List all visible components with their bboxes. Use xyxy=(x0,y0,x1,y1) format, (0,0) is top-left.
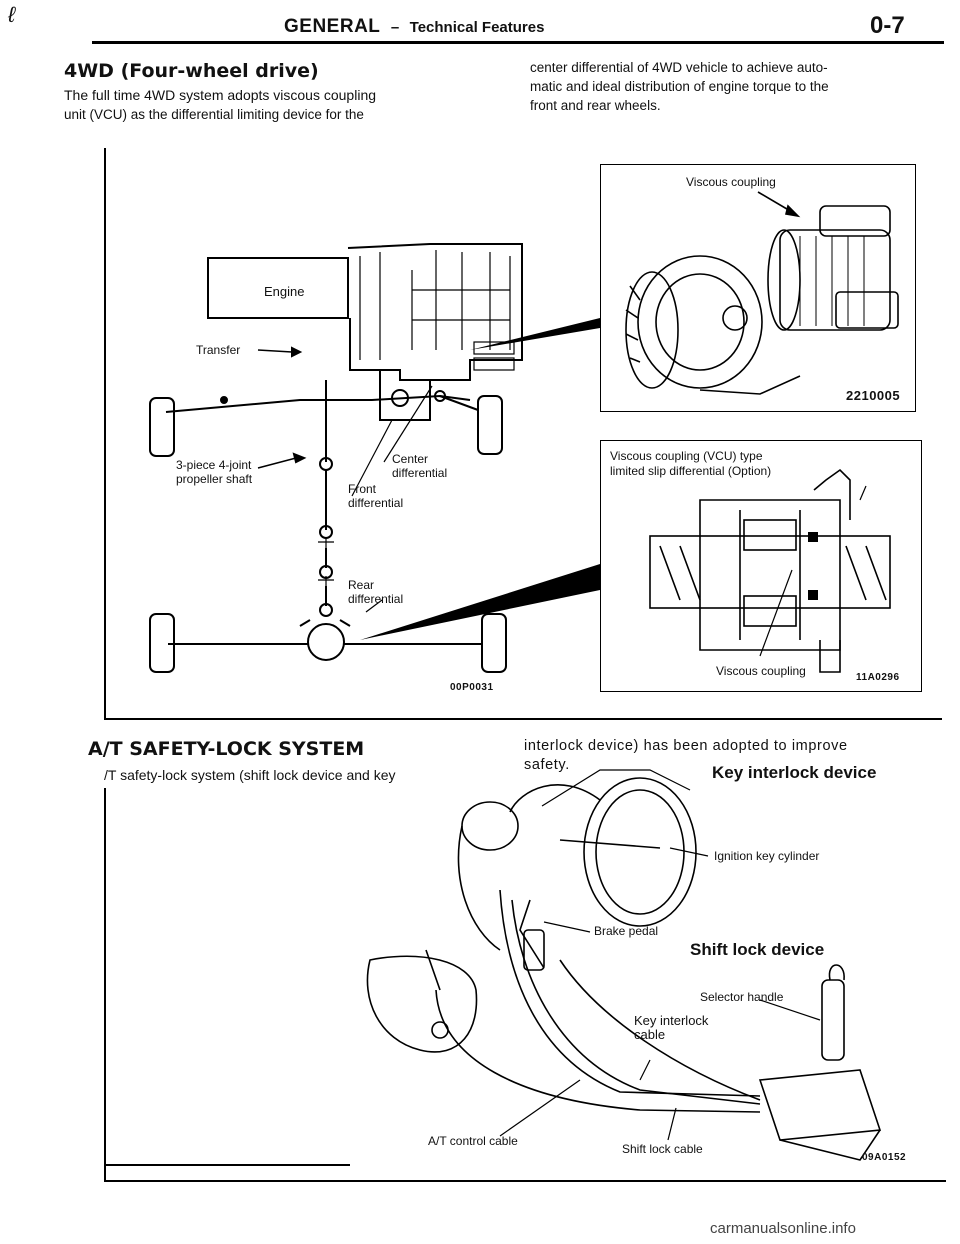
front-axle xyxy=(165,394,471,413)
section-at-heading: A/T SAFETY-LOCK SYSTEM xyxy=(88,738,365,760)
figure-id-lsd: 11A0296 xyxy=(856,672,900,683)
steering-wheel xyxy=(583,777,697,927)
para-right-line: matic and ideal distribution of engine t… xyxy=(530,79,829,94)
section-at-para-left: /T safety-lock system (shift lock device… xyxy=(104,767,396,783)
label-propeller-shaft: 3-piece 4-joint propeller shaft xyxy=(176,458,252,486)
figure-id-drivetrain: 00P0031 xyxy=(450,682,494,693)
propeller-line: propeller shaft xyxy=(176,472,253,486)
section-at-para-right: interlock device) has been adopted to im… xyxy=(524,737,848,775)
front-left-wheel xyxy=(149,397,175,457)
header-title: GENERAL xyxy=(284,16,381,37)
label-lsd-title: Viscous coupling (VCU) type limited slip… xyxy=(610,449,771,479)
callout-wedge xyxy=(470,318,600,350)
page-header: GENERAL – Technical Features xyxy=(284,16,704,38)
label-ignition-key-cylinder: Ignition key cylinder xyxy=(714,849,820,863)
rear-diff-line: differential xyxy=(348,592,404,606)
para-right-line: front and rear wheels. xyxy=(530,98,661,113)
lsd-title-line: limited slip differential (Option) xyxy=(610,464,772,478)
label-shift-lock-cable: Shift lock cable xyxy=(622,1142,703,1156)
rear-differential xyxy=(307,623,345,661)
footer-watermark: carmanualsonline.info xyxy=(710,1220,856,1237)
selector-handle-shape xyxy=(821,979,845,1061)
front-right-wheel xyxy=(477,395,503,455)
bottom-rule xyxy=(104,1180,946,1182)
para-left-line: unit (VCU) as the differential limiting … xyxy=(64,107,364,122)
propeller-line: 3-piece 4-joint xyxy=(176,458,252,472)
lsd-figure xyxy=(600,440,922,692)
section-divider xyxy=(104,718,942,720)
transmission-housing xyxy=(347,243,523,381)
center-diff-line: differential xyxy=(392,466,448,480)
label-center-differential: Center differential xyxy=(392,452,447,480)
label-key-interlock-cable: Key interlock cable xyxy=(634,1014,708,1042)
key-interlock-device-title: Key interlock device xyxy=(712,763,877,782)
section-4wd-para-left: The full time 4WD system adopts viscous … xyxy=(64,86,504,124)
key-interlock-cable-line: Key interlock xyxy=(634,1013,709,1028)
header-subtitle: Technical Features xyxy=(409,19,545,36)
header-dash: – xyxy=(390,19,400,36)
at-para-right-line: safety. xyxy=(524,757,570,773)
label-transfer: Transfer xyxy=(196,343,241,357)
label-at-control-cable: A/T control cable xyxy=(428,1134,518,1148)
section-at-left-rule xyxy=(104,788,106,1182)
figure-id-viscous: 2210005 xyxy=(846,388,901,403)
left-margin-rule xyxy=(104,148,106,718)
corner-mark: ℓ xyxy=(8,2,16,27)
para-right-line: center differential of 4WD vehicle to ac… xyxy=(530,60,828,75)
bottom-rule-left xyxy=(104,1164,350,1166)
lsd-title-line: Viscous coupling (VCU) type xyxy=(610,449,763,463)
page-number: 0-7 xyxy=(870,12,905,39)
key-interlock-cable-line: cable xyxy=(634,1027,666,1042)
label-engine: Engine xyxy=(264,284,305,299)
section-4wd-para-right: center differential of 4WD vehicle to ac… xyxy=(530,58,950,115)
at-control-cable xyxy=(435,989,761,1113)
front-diff-line: differential xyxy=(348,496,404,510)
label-viscous-coupling: Viscous coupling xyxy=(686,175,776,189)
center-diff-line: Center xyxy=(392,452,429,466)
figure-id-safety: 09A0152 xyxy=(862,1152,907,1163)
label-brake-pedal: Brake pedal xyxy=(594,924,659,938)
header-rule xyxy=(92,41,944,44)
at-para-right-line: interlock device) has been adopted to im… xyxy=(524,738,848,754)
front-diff-line: Front xyxy=(348,482,377,496)
viscous-coupling-figure xyxy=(600,164,916,412)
label-selector-handle: Selector handle xyxy=(700,990,784,1004)
label-rear-differential: Rear differential xyxy=(348,578,403,606)
rear-right-wheel xyxy=(481,613,507,673)
label-lsd-viscous-coupling: Viscous coupling xyxy=(716,664,806,678)
label-front-differential: Front differential xyxy=(348,482,403,510)
shift-lock-device-title: Shift lock device xyxy=(690,940,825,959)
rear-left-wheel xyxy=(149,613,175,673)
para-left-line: The full time 4WD system adopts viscous … xyxy=(64,87,377,103)
rear-diff-line: Rear xyxy=(348,578,375,592)
section-4wd-heading: 4WD (Four-wheel drive) xyxy=(64,60,319,82)
